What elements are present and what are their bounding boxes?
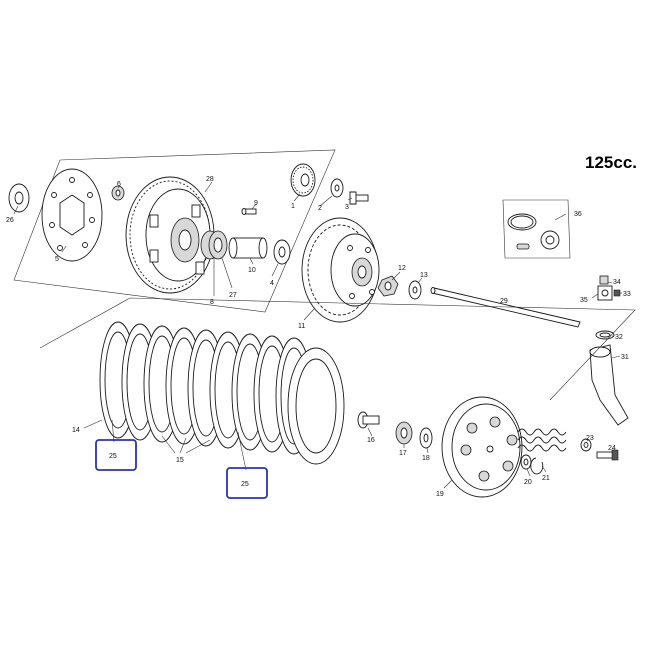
label-10: 10 [248,267,256,274]
part-13-washer [408,280,422,300]
part-8-needle-bearing [200,230,228,260]
part-16-bolt [357,411,380,429]
label-27: 27 [229,292,237,299]
label-24: 24 [608,445,616,452]
label-25-right: 25 [241,481,249,488]
label-20: 20 [524,479,532,486]
part-20-washer [520,454,532,470]
part-6-bushing [111,185,125,201]
label-29: 29 [500,298,508,305]
label-16: 16 [367,437,375,444]
label-25-left: 25 [109,453,117,460]
label-2: 2 [318,205,322,212]
label-11: 11 [298,323,305,330]
label-14: 14 [72,427,80,434]
label-8: 8 [210,299,214,306]
part-29-push-rod [430,287,581,328]
label-13: 13 [420,272,428,279]
label-19: 19 [436,491,444,498]
label-4: 4 [270,280,274,287]
pressure-spring [517,428,567,452]
label-18: 18 [422,455,430,462]
label-3: 3 [345,204,349,211]
part-19-pressure-plate [441,396,523,498]
label-12: 12 [398,265,406,272]
part-35-adjuster [597,285,613,301]
label-26: 26 [6,217,14,224]
part-23-washer [580,438,592,452]
part-26-washer [8,183,30,213]
part-12-nut [377,275,399,297]
label-21: 21 [542,475,550,482]
label-31: 31 [621,354,629,361]
label-17: 17 [399,450,407,457]
part-28-clutch-basket [125,176,215,294]
label-35: 35 [580,297,588,304]
part-2-washer [330,178,344,198]
part-36-seal-kit [502,199,571,259]
label-9: 9 [254,200,258,207]
part-4-washer [273,239,291,265]
label-15: 15 [176,457,184,464]
part-10-sleeve [228,237,268,259]
part-33-nut [613,289,621,297]
label-33: 33 [623,291,631,298]
part-number-labels: 26 5 6 28 8 27 9 10 4 1 2 3 11 12 13 29 … [6,176,631,498]
part-31-release-arm [589,344,629,426]
label-36: 36 [574,211,582,218]
leader-lines [13,181,622,489]
part-18-washer [419,427,433,449]
label-28: 28 [206,176,214,183]
label-1: 1 [291,203,295,210]
label-6: 6 [117,181,121,188]
part-3-bolt [349,191,369,205]
part-1-drive-gear [290,163,316,197]
label-23: 23 [586,435,594,442]
part-11-clutch-hub [301,217,380,323]
upper-group-outline [13,149,336,313]
part-34-bolt [599,275,609,285]
part-17-bearing [395,421,413,445]
highlight-box-25-right [226,467,268,499]
lower-group-outline [39,297,636,401]
clutch-plate-stack [99,321,345,465]
label-34: 34 [613,279,621,286]
part-9-pin [241,208,257,215]
highlight-box-25-left [95,439,137,471]
part-5-drive-plate [41,168,103,262]
label-5: 5 [55,256,59,263]
label-32: 32 [615,334,623,341]
part-21-circlip [530,457,544,475]
engine-size-title: 125cc. [585,153,637,172]
